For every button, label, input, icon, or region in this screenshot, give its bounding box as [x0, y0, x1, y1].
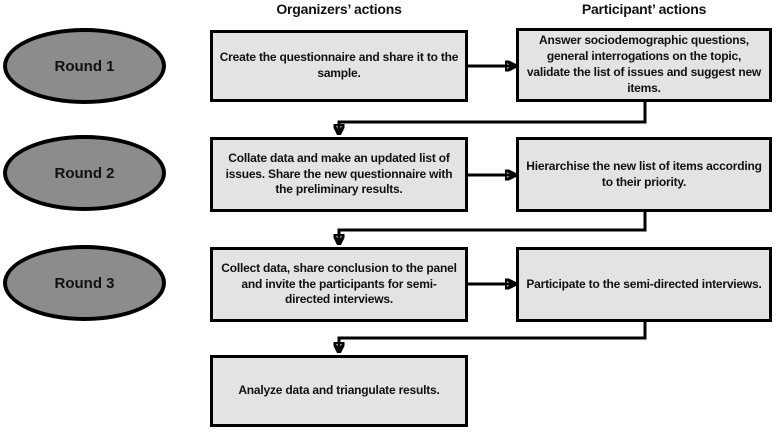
- organizer-box-round3: Collect data, share conclusion to the pa…: [210, 247, 468, 322]
- participant-box-round1-text: Answer sociodemographic questions, gener…: [526, 33, 762, 95]
- round-2-ellipse: Round 2: [3, 135, 166, 211]
- arrow-feedback-round3-to-analysis: [339, 322, 647, 351]
- round-2-label: Round 2: [54, 164, 115, 182]
- arrow-feedback-round1-to-round2: [339, 102, 647, 133]
- participant-box-round3: Participate to the semi-directed intervi…: [516, 247, 772, 322]
- organizer-box-round2-text: Collate data and make an updated list of…: [225, 150, 453, 197]
- participant-box-round2-text: Hierarchise the new list of items accord…: [526, 158, 762, 189]
- round-1-ellipse: Round 1: [3, 28, 166, 104]
- participant-box-round1: Answer sociodemographic questions, gener…: [516, 28, 772, 102]
- organizer-box-round1-text: Create the questionnaire and share it to…: [219, 50, 459, 80]
- arrow-feedback-round2-to-round3: [339, 212, 647, 243]
- column-header-organizers: Organizers’ actions: [276, 1, 402, 17]
- organizer-box-round3-text: Collect data, share conclusion to the pa…: [221, 260, 457, 307]
- round-3-label: Round 3: [54, 274, 115, 292]
- column-header-participants: Participant’ actions: [581, 1, 707, 17]
- round-1-label: Round 1: [54, 57, 115, 75]
- organizer-box-analysis-text: Analyze data and triangulate results.: [238, 383, 440, 398]
- participant-box-round2: Hierarchise the new list of items accord…: [516, 137, 772, 212]
- round-3-ellipse: Round 3: [3, 245, 166, 321]
- organizer-box-round2: Collate data and make an updated list of…: [210, 137, 468, 212]
- participant-box-round3-text: Participate to the semi-directed intervi…: [526, 276, 762, 291]
- organizer-box-round1: Create the questionnaire and share it to…: [210, 30, 468, 102]
- organizer-box-analysis: Analyze data and triangulate results.: [210, 355, 468, 427]
